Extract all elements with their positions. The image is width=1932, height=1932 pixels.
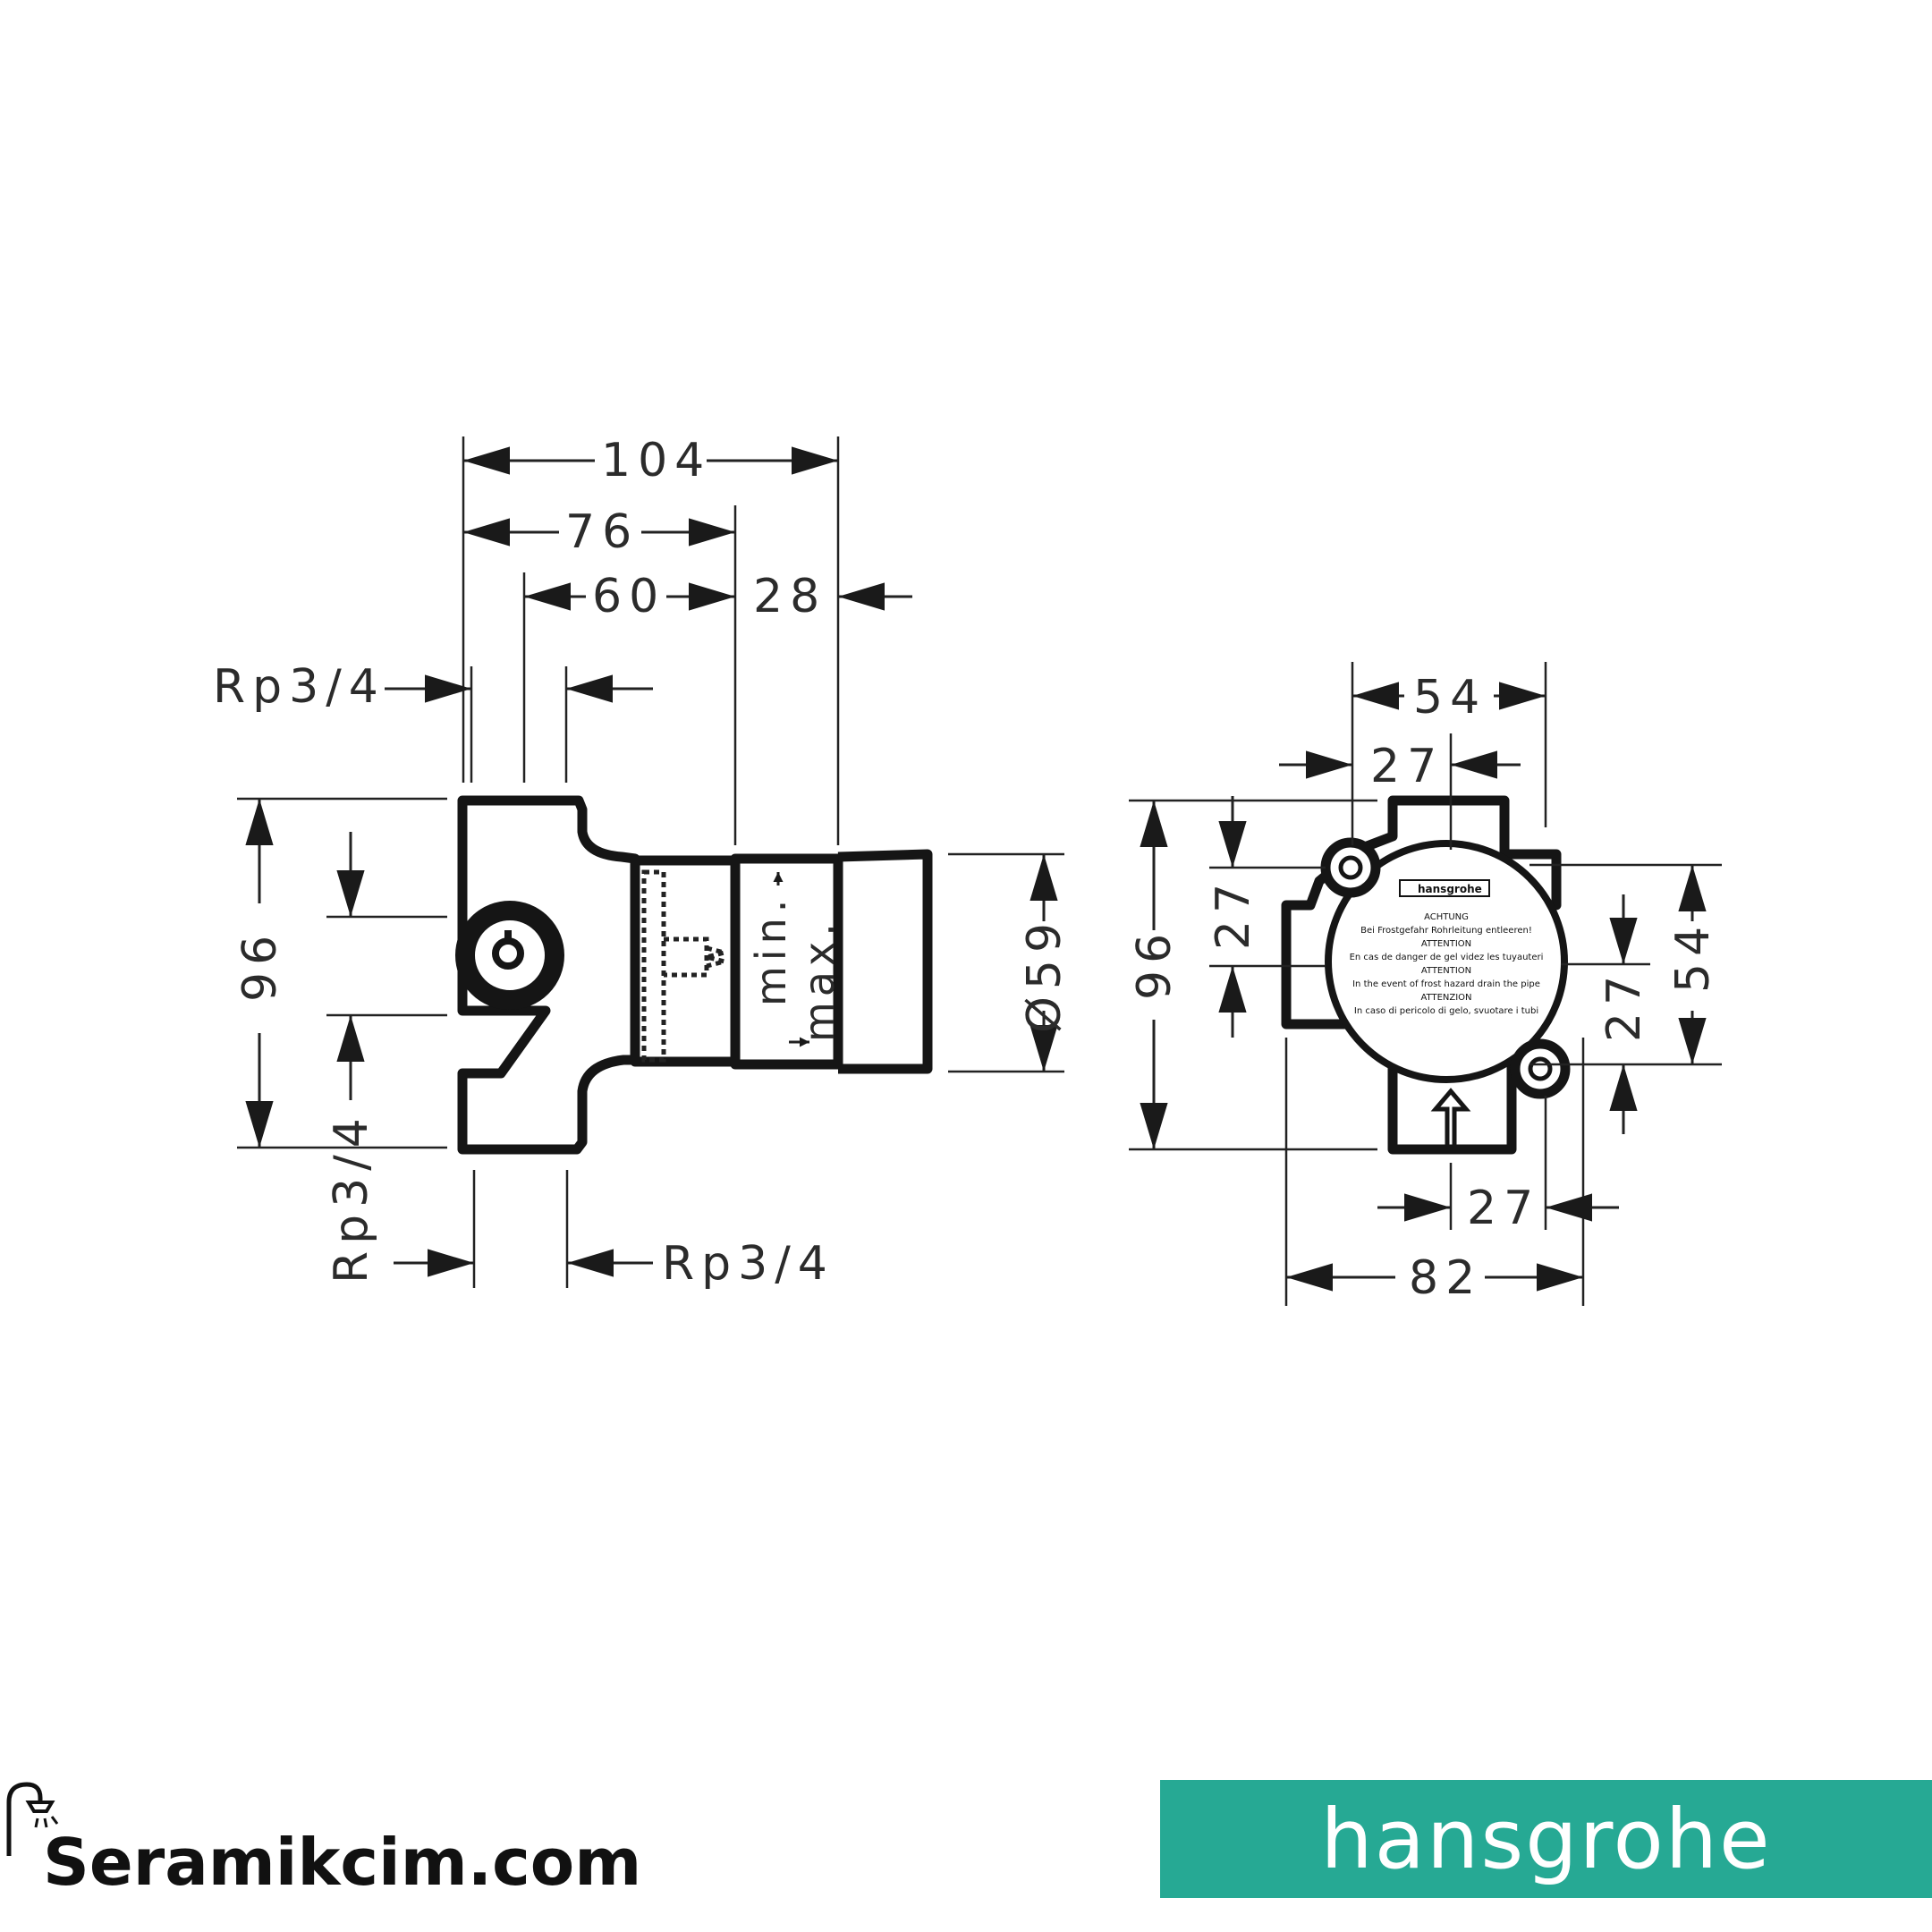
valve-body [457,795,640,1155]
thread-top-label: Rp3/4 [213,660,386,714]
label-brand-box [1399,879,1490,897]
shower-icon [6,1782,59,1856]
thread-bottom-right-label: Rp3/4 [662,1237,835,1291]
port-boss-bottom-right-inner [1528,1056,1553,1081]
side-view: 104 76 60 28 Rp3/4 Rp3/4 Rp3/4 96 Ø59 mi… [213,434,1072,1291]
dim-96-front: 96 [1128,927,1182,1000]
label-warning-lines: ACHTUNG Bei Frostgefahr Rohrleitung entle… [1350,912,1544,1016]
port-boss-top-left-inner [1338,855,1363,880]
spring-hidden [706,945,725,969]
dim-104: 104 [601,434,711,487]
label-line: ATTENZION [1420,993,1471,1003]
dim-82-bottom: 82 [1409,1251,1482,1305]
inlet-circle [455,901,564,1010]
front-dimension-lines [1140,682,1707,1292]
cartridge-hidden [641,869,666,1063]
pipe-section-b [730,853,843,1070]
dim-27-bottom: 27 [1467,1182,1540,1235]
port-boss-bottom-right [1510,1038,1571,1099]
label-line: In caso di pericolo di gelo, svuotare i … [1354,1006,1538,1016]
dim-27-left: 27 [1207,877,1260,950]
port-boss-top-left [1320,837,1381,898]
pipe-section-c [837,849,933,1074]
label-line: En cas de danger de gel videz les tuyaut… [1350,953,1544,962]
range-min-label: min. [747,894,795,1006]
dim-60: 60 [592,570,665,623]
label-line: Bei Frostgefahr Rohrleitung entleeren! [1360,926,1532,936]
front-view: hansgrohe ACHTUNG Bei Frostgefahr Rohrlei… [1128,662,1722,1306]
hansgrohe-logo-band: hansgrohe [1160,1780,1932,1898]
dim-54-top: 54 [1413,671,1487,724]
label-brand: hansgrohe [1418,883,1482,895]
thread-bottom-left-label: Rp3/4 [325,1111,378,1284]
label-line: ATTENTION [1421,939,1471,949]
spindle-hidden [664,936,709,978]
dim-54-right: 54 [1666,919,1720,993]
site-logo-text: Seramikcim.com [43,1825,642,1900]
front-label-disc [1325,840,1568,1083]
flow-arrow-icon [1430,1088,1471,1152]
dim-96-side: 96 [233,928,287,1002]
dim-diameter-59: Ø59 [1018,916,1072,1033]
label-line: ATTENTION [1421,966,1471,976]
side-dimension-lines [245,446,1058,1277]
label-line: In the event of frost hazard drain the p… [1352,979,1540,989]
dim-27-right: 27 [1597,969,1651,1042]
inlet-circle-core [492,937,524,970]
dim-27-top: 27 [1370,740,1444,793]
hansgrohe-logo-text: hansgrohe [1320,1791,1772,1887]
range-max-label: max. [795,918,843,1042]
dim-76: 76 [565,505,639,559]
dim-28: 28 [753,570,826,623]
label-line: ACHTUNG [1424,912,1469,922]
